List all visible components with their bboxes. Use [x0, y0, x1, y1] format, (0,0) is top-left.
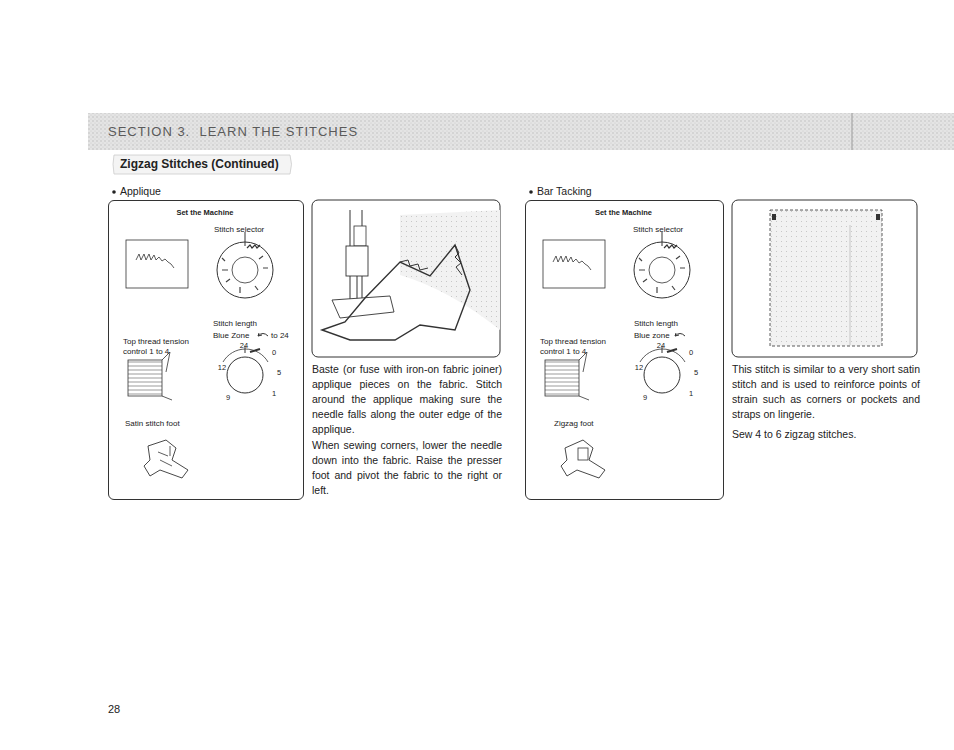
body-paragraph: Baste (or fuse with iron-on fabric joine… [312, 362, 502, 437]
dial-number: 9 [638, 393, 652, 402]
dial-number: 9 [221, 393, 235, 402]
setting-label: to 24 [271, 331, 289, 341]
settings-box: Set the MachineStitch selectorStitch len… [525, 200, 724, 500]
box-heading: Set the Machine [109, 208, 301, 217]
topic-heading: Bar Tacking [537, 185, 592, 198]
section-subheading: Zigzag Stitches (Continued) [120, 157, 279, 172]
section-band: SECTION 3. LEARN THE STITCHES [88, 113, 954, 150]
part-label: Top thread tension control 1 to 4 [123, 337, 213, 357]
setting-label: Blue Zone [213, 331, 249, 341]
box-heading: Set the Machine [526, 208, 721, 217]
dial-number: 24 [237, 341, 251, 350]
dial-number: 5 [272, 368, 286, 377]
body-paragraph: Sew 4 to 6 zigzag stitches. [732, 427, 920, 442]
dial-number: 0 [267, 348, 281, 357]
part-label: Stitch length [213, 319, 257, 329]
dial-number: 12 [632, 363, 646, 372]
part-label: Stitch selector [633, 225, 683, 235]
dial-number: 12 [215, 363, 229, 372]
setting-label: Blue zone [634, 331, 670, 341]
dial-number: 24 [654, 341, 668, 350]
body-paragraph: When sewing corners, lower the needle do… [312, 438, 502, 498]
settings-box: Set the MachineStitch selectorStitch len… [108, 200, 304, 500]
section-heading: SECTION 3. LEARN THE STITCHES [108, 124, 358, 140]
part-label: Zigzag foot [554, 419, 594, 429]
part-label: Top thread tension control 1 to 4 [540, 337, 630, 357]
dial-number: 0 [684, 348, 698, 357]
body-paragraph: This stitch is similar to a very short s… [732, 362, 920, 422]
topic-heading: Applique [120, 185, 161, 198]
part-label: Satin stitch foot [125, 419, 180, 429]
part-label: Stitch selector [214, 225, 264, 235]
dial-number: 5 [689, 368, 703, 377]
dial-number: 1 [684, 389, 698, 398]
part-label: Stitch length [634, 319, 678, 329]
dial-number: 1 [267, 389, 281, 398]
page-number: 28 [108, 703, 120, 717]
